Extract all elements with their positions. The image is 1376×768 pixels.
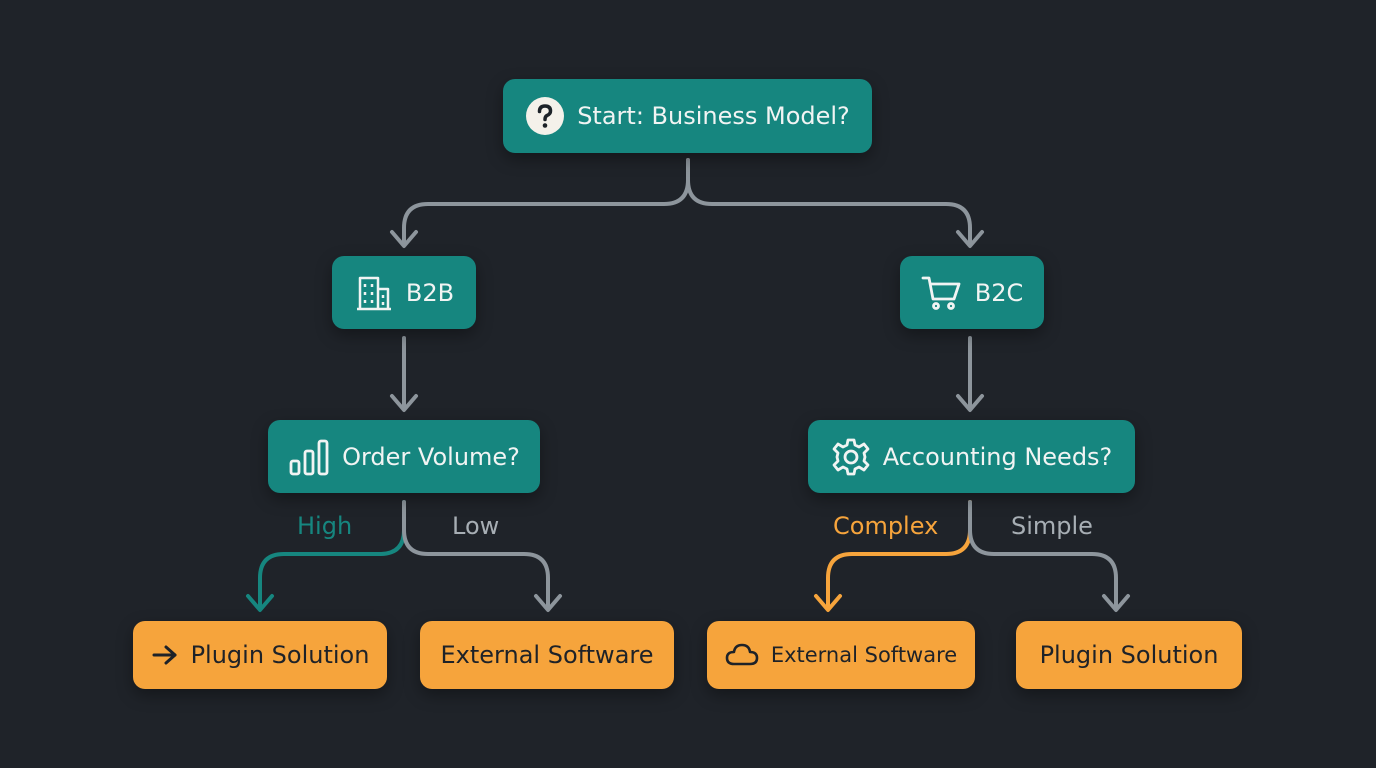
- question-icon: [525, 96, 565, 136]
- arrowhead-accounting: [956, 394, 984, 412]
- edge-label-high: High: [297, 512, 353, 540]
- accounting-needs-node-label: Accounting Needs?: [882, 442, 1113, 471]
- b2b-external-software-label: External Software: [440, 641, 654, 669]
- connector-complex: [826, 500, 972, 610]
- b2c-plugin-solution-node[interactable]: Plugin Solution: [1016, 621, 1242, 689]
- b2c-external-software-node[interactable]: External Software: [707, 621, 975, 689]
- arrowhead-simple: [1102, 594, 1130, 612]
- connector-simple: [968, 500, 1118, 610]
- arrowhead-high: [246, 594, 274, 612]
- b2b-node-label: B2B: [405, 278, 455, 307]
- building-icon: [354, 273, 394, 313]
- b2b-external-software-node[interactable]: External Software: [420, 621, 674, 689]
- arrowhead-b2b: [390, 230, 418, 248]
- edge-label-simple: Simple: [1011, 512, 1093, 540]
- edge-label-complex: Complex: [833, 512, 939, 540]
- bar-chart-icon: [288, 437, 330, 477]
- b2c-node-label: B2C: [974, 278, 1024, 307]
- b2b-plugin-solution-label: Plugin Solution: [190, 641, 370, 669]
- accounting-needs-node[interactable]: Accounting Needs?: [808, 420, 1135, 493]
- arrowhead-b2c: [956, 230, 984, 248]
- start-node[interactable]: Start: Business Model?: [503, 79, 872, 153]
- connector-high: [258, 500, 406, 610]
- b2b-node[interactable]: B2B: [332, 256, 476, 329]
- start-node-label: Start: Business Model?: [577, 102, 850, 130]
- b2c-external-software-label: External Software: [770, 643, 958, 667]
- cart-icon: [921, 273, 963, 313]
- gear-icon: [831, 437, 871, 477]
- arrowhead-complex: [814, 594, 842, 612]
- connector-start-b2b: [402, 158, 690, 246]
- order-volume-node[interactable]: Order Volume?: [268, 420, 540, 493]
- b2c-node[interactable]: B2C: [900, 256, 1044, 329]
- connector-low: [402, 500, 550, 610]
- connector-start-b2c: [686, 158, 972, 246]
- edge-label-low: Low: [452, 512, 500, 540]
- order-volume-node-label: Order Volume?: [342, 442, 520, 471]
- b2c-plugin-solution-label: Plugin Solution: [1039, 641, 1219, 669]
- arrowhead-order-volume: [390, 394, 418, 412]
- arrowhead-low: [534, 594, 562, 612]
- arrow-right-icon: [151, 643, 179, 667]
- b2b-plugin-solution-node[interactable]: Plugin Solution: [133, 621, 387, 689]
- cloud-icon: [725, 642, 759, 668]
